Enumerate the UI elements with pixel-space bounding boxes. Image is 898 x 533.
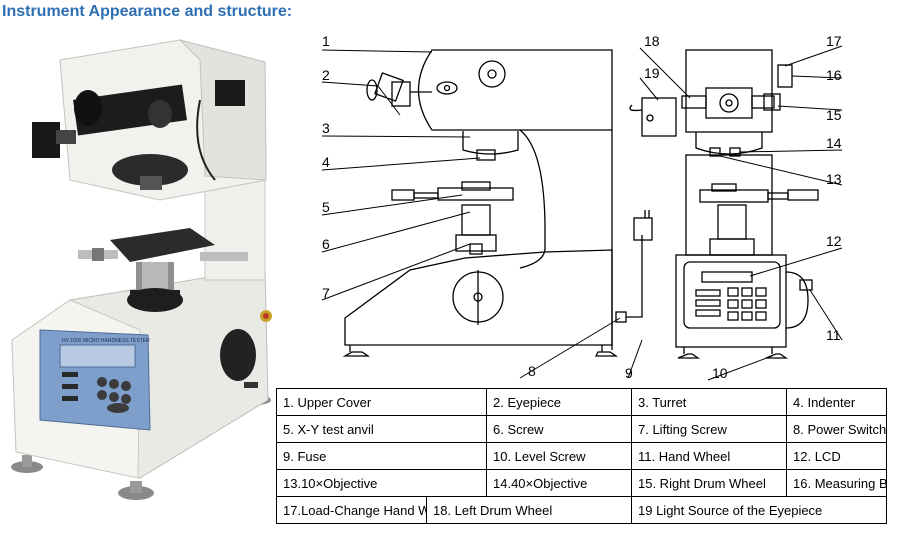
- legend-cell: 6. Screw: [486, 415, 632, 443]
- legend-cell: 18. Left Drum Wheel: [426, 496, 632, 524]
- legend-cell: 1. Upper Cover: [276, 388, 487, 416]
- callout-5: 5: [322, 199, 330, 215]
- callout-11: 11: [826, 327, 841, 343]
- legend-cell: 9. Fuse: [276, 442, 487, 470]
- callout-7: 7: [322, 285, 330, 301]
- legend-cell: 19 Light Source of the Eyepiece: [630, 496, 888, 524]
- legend-cell: 5. X-Y test anvil: [276, 415, 487, 443]
- legend-cell: 17.Load-Change Hand Wheel: [276, 496, 427, 524]
- legend-row: 17.Load-Change Hand Wheel 18. Left Drum …: [276, 496, 888, 524]
- parts-legend-table: 1. Upper Cover 2. Eyepiece 3. Turret 4. …: [276, 388, 888, 524]
- leader-lines: [321, 45, 843, 381]
- legend-cell: 2. Eyepiece: [486, 388, 632, 416]
- legend-cell: 15. Right Drum Wheel: [630, 469, 788, 497]
- legend-cell: 16. Measuring Button: [786, 469, 888, 497]
- callout-18: 18: [644, 33, 660, 49]
- legend-row: 13.10×Objective 14.40×Objective 15. Righ…: [276, 469, 888, 497]
- legend-cell: 3. Turret: [630, 388, 788, 416]
- legend-row: 5. X-Y test anvil 6. Screw 7. Lifting Sc…: [276, 415, 888, 443]
- callout-14: 14: [826, 135, 842, 151]
- callout-8: 8: [528, 363, 536, 379]
- legend-cell: 14.40×Objective: [486, 469, 632, 497]
- legend-row: 1. Upper Cover 2. Eyepiece 3. Turret 4. …: [276, 388, 888, 416]
- legend-cell: 8. Power Switch: [786, 415, 888, 443]
- callout-9: 9: [625, 365, 633, 381]
- callout-labels: 1 2 3 4 5 6 7 8 9 10 11 12 13 14 15 16 1…: [322, 33, 842, 381]
- legend-cell: 7. Lifting Screw: [630, 415, 788, 443]
- legend-cell: 11. Hand Wheel: [630, 442, 788, 470]
- legend-cell: 12. LCD: [786, 442, 888, 470]
- callout-15: 15: [826, 107, 842, 123]
- legend-row: 9. Fuse 10. Level Screw 11. Hand Wheel 1…: [276, 442, 888, 470]
- panel-label: HV-1000 MICRO HARDNESS TESTER: [62, 338, 150, 344]
- callout-2: 2: [322, 67, 330, 83]
- callout-10: 10: [712, 365, 728, 381]
- callout-19: 19: [644, 65, 660, 81]
- legend-cell: 10. Level Screw: [486, 442, 632, 470]
- front-view-drawing: [629, 49, 819, 359]
- instrument-photo: HV-1000 MICRO HARDNESS TESTER: [11, 39, 272, 500]
- callout-1: 1: [322, 33, 330, 49]
- callout-6: 6: [322, 236, 330, 252]
- callout-17: 17: [826, 33, 842, 49]
- callout-4: 4: [322, 154, 330, 170]
- callout-12: 12: [826, 233, 842, 249]
- page-title: Instrument Appearance and structure:: [2, 3, 293, 20]
- callout-16: 16: [826, 67, 842, 83]
- callout-13: 13: [826, 171, 842, 187]
- legend-cell: 4. Indenter: [786, 388, 888, 416]
- callout-3: 3: [322, 120, 330, 136]
- side-view-drawing: [342, 49, 653, 357]
- legend-cell: 13.10×Objective: [276, 469, 487, 497]
